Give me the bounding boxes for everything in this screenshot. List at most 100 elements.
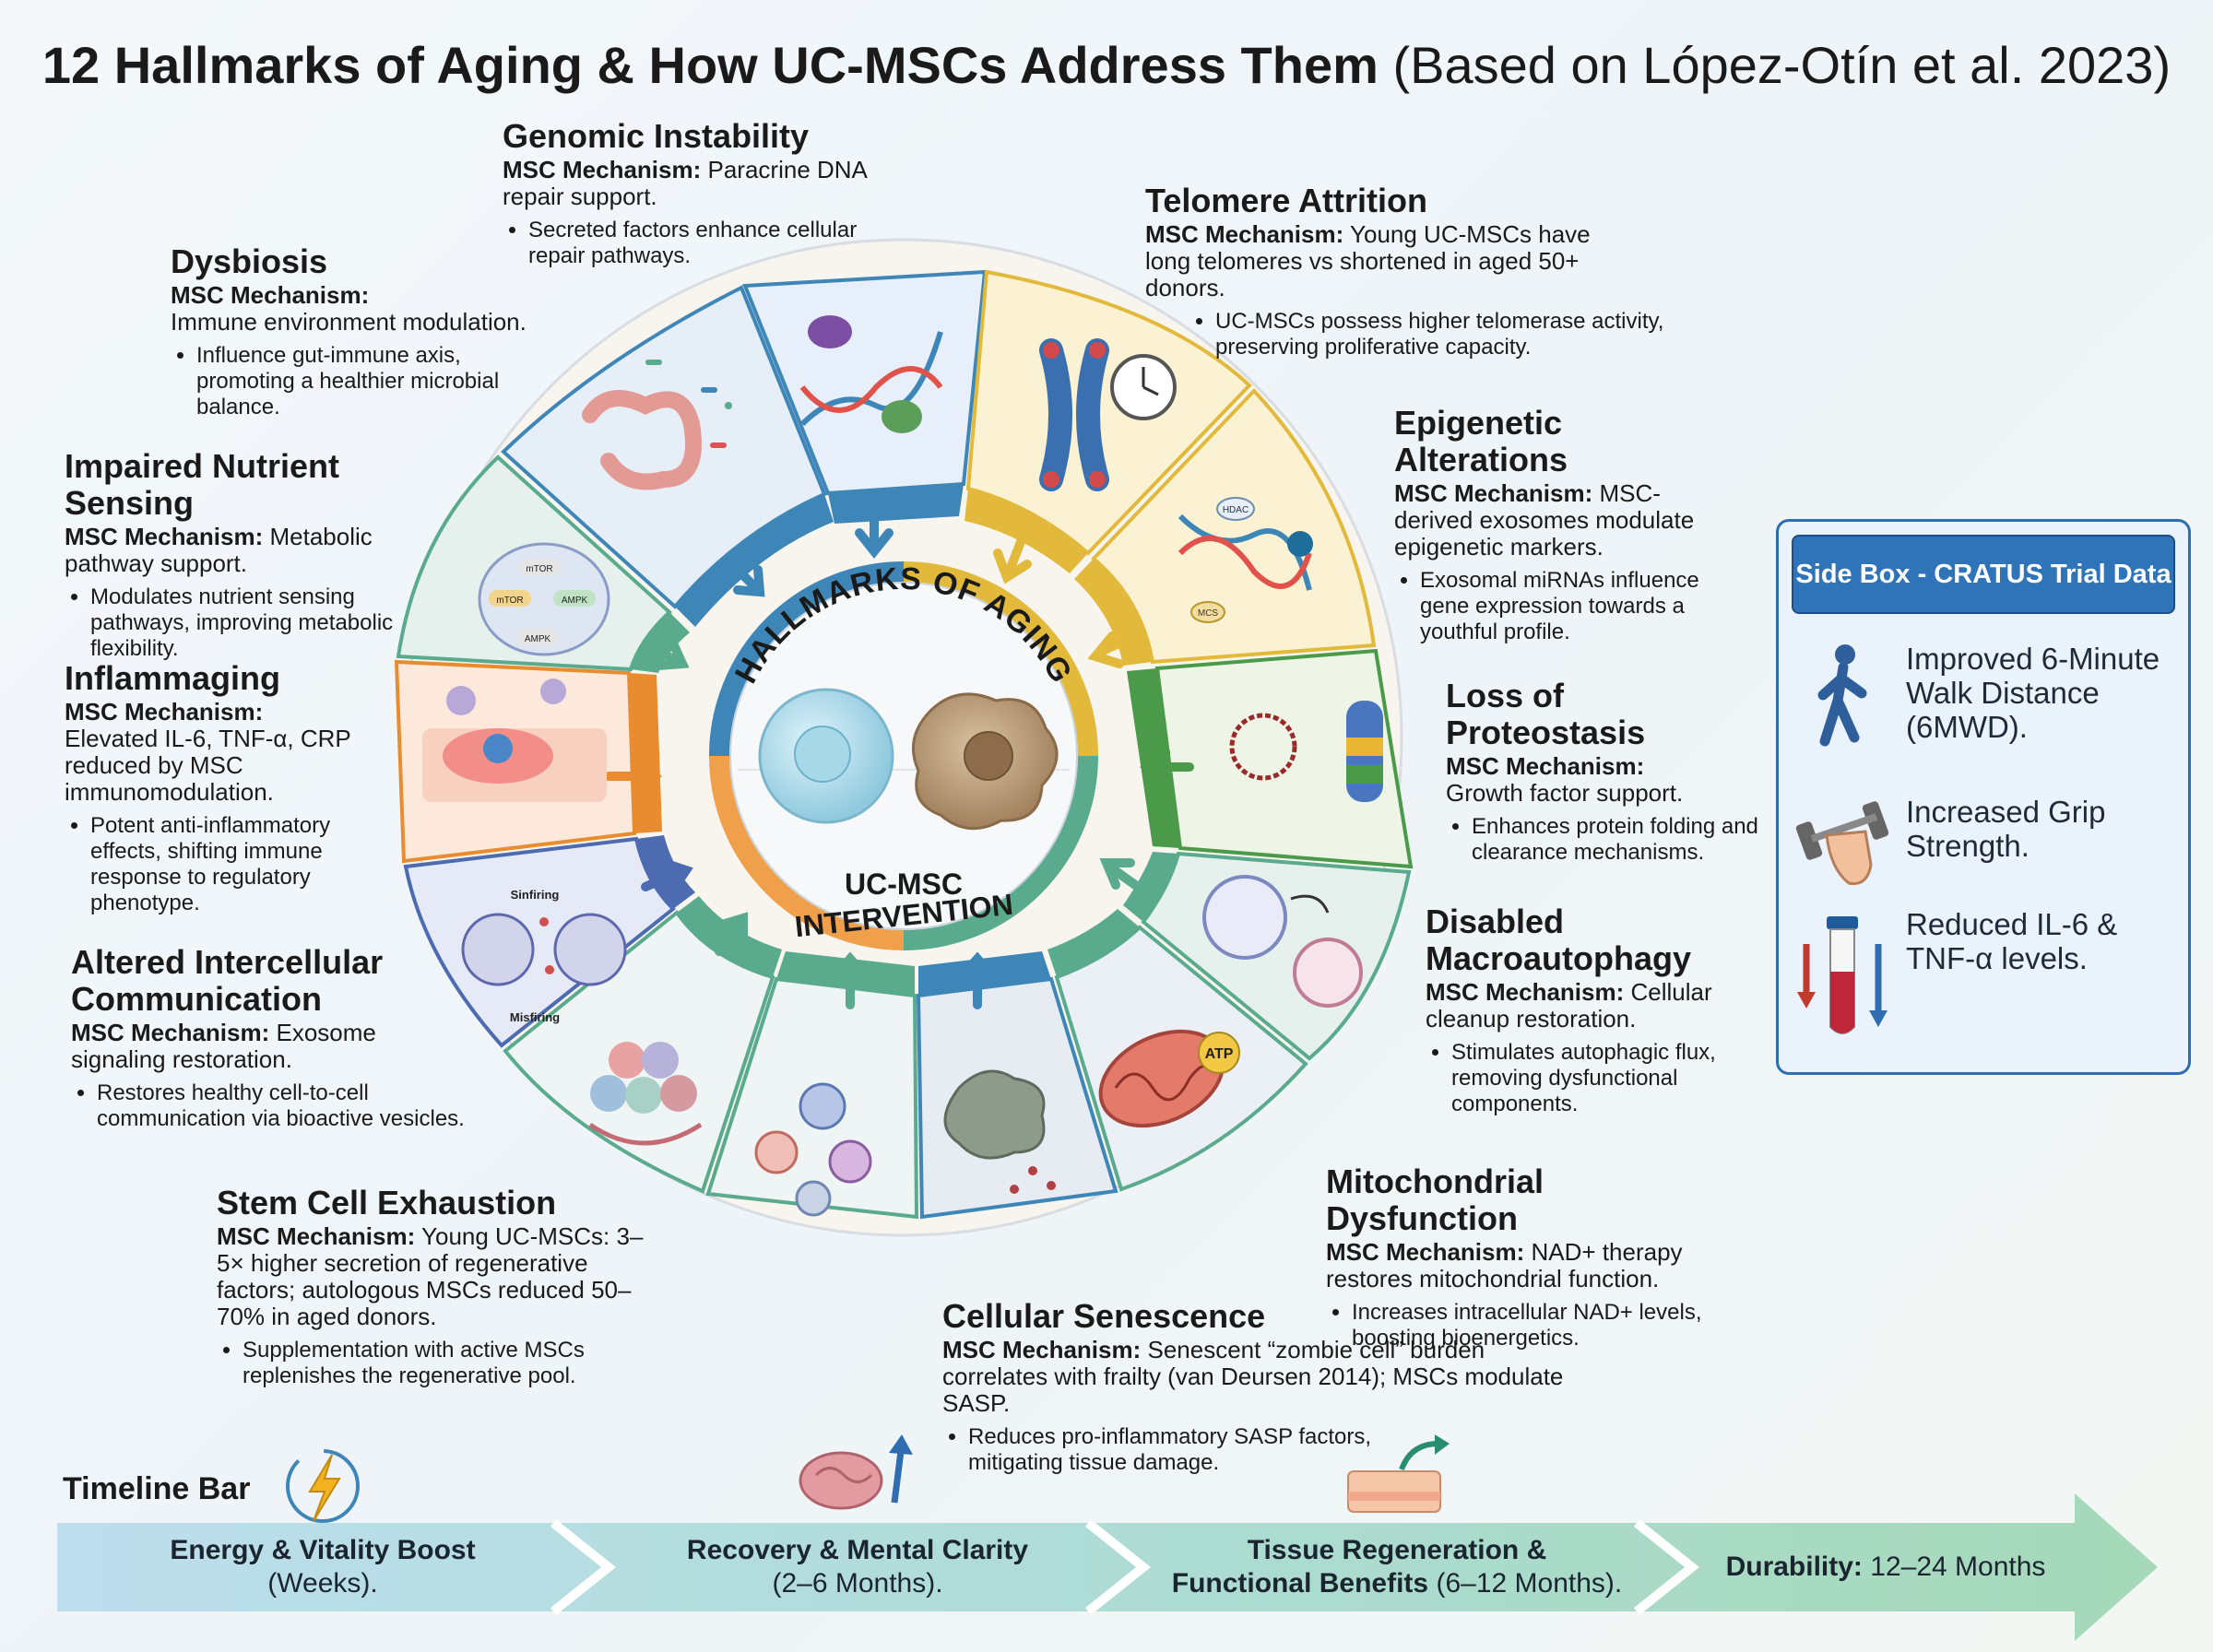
atp-label: ATP [1205,1046,1234,1062]
hallmark-inflammaging: Inflammaging MSC Mechanism:Elevated IL-6… [65,660,360,916]
timeline-stage-2: Recovery & Mental Clarity(2–6 Months). [686,1535,1029,1599]
hallmark-title: Loss of Proteostasis [1446,677,1646,751]
stem-cells-icon [588,1042,703,1146]
epigenetic-dna-icon: HDAC MCS [1178,497,1313,623]
hallmark-genomic: Genomic Instability MSC Mechanism: Parac… [503,118,899,269]
sinfiring-label: Sinfiring [511,888,560,902]
mechanism-text: MSC Mechanism: Young UC-MSCs: 3–5× highe… [217,1222,644,1330]
mcs-label: MCS [1198,608,1219,619]
mechanism-text: MSC Mechanism: Cellular cleanup restorat… [1426,978,1712,1032]
hallmark-title: Disabled Macroautophagy [1426,903,1692,977]
gut-microbiome-icon [582,360,732,490]
hallmark-title: Impaired Nutrient Sensing [65,447,340,522]
hallmark-telomere: Telomere Attrition MSC Mechanism: Young … [1145,183,1680,360]
hallmark-title: Epigenetic Alterations [1394,404,1568,478]
side-box-item-biomarkers: Reduced IL-6 & TNF-α levels. [1779,907,2194,1045]
bullet: Enhances protein folding and clearance m… [1472,814,1759,866]
mechanism-text: MSC Mechanism: Metabolic pathway support… [65,523,373,577]
hallmark-title: Altered Intercellular Communication [71,943,384,1018]
segment-dysbiosis [501,285,834,627]
aged-cell-icon [911,692,1059,831]
autophagy-icon [1202,875,1363,1008]
mechanism-text: MSC Mechanism: Exosome signaling restora… [71,1019,376,1073]
inward-arrows [604,493,1194,1009]
timeline-stage-1: Energy & Vitality Boost(Weeks). [170,1535,476,1599]
bullet: Supplementation with active MSCs repleni… [243,1338,630,1389]
hallmark-title: Genomic Instability [503,117,810,155]
center-bottom-label-1: UC-MSC [845,867,963,901]
hallmark-proteostasis: Loss of Proteostasis MSC Mechanism:Growt… [1446,678,1759,866]
mechanism-text: MSC Mechanism: Paracrine DNA repair supp… [503,156,867,210]
inflammation-icon [422,678,607,802]
mechanism-text: MSC Mechanism: MSC-derived exosomes modu… [1394,479,1695,560]
bullet: Influence gut-immune axis, promoting a h… [196,343,538,420]
immune-cells-icon [754,1082,872,1217]
mechanism-text: MSC Mechanism: Young UC-MSCs have long t… [1145,220,1591,301]
hallmark-title: Cellular Senescence [942,1297,1266,1335]
bullet: Exosomal miRNAs influence gene expressio… [1420,568,1735,645]
grip-dumbbell-icon [1795,801,1889,886]
center-ring [709,561,1098,950]
walking-person-icon [1817,644,1867,747]
hallmark-autophagy: Disabled Macroautophagy MSC Mechanism: C… [1426,903,1739,1117]
side-box-item-grip: Increased Grip Strength. [1779,795,2194,896]
misfiring-label: Misfiring [510,1010,560,1024]
young-cell-icon [758,688,894,824]
segment-communication [403,835,695,1048]
mechanism-text: MSC Mechanism: NAD+ therapy restores mit… [1326,1238,1683,1292]
hallmark-mito: Mitochondrial Dysfunction MSC Mechanism:… [1326,1163,1732,1351]
chromosome-clock-icon [1039,338,1177,491]
bullet: UC-MSCs possess higher telomerase activi… [1215,309,1680,360]
side-box-header: Side Box - CRATUS Trial Data [1792,535,2175,614]
title-main: 12 Hallmarks of Aging & How UC-MSCs Addr… [41,36,1379,94]
bullet: Secreted factors enhance cellular repair… [528,218,899,269]
mtor-label-1: mTOR [496,596,523,606]
bullet: Stimulates autophagic flux, removing dys… [1451,1040,1739,1117]
mechanism-text: MSC Mechanism: Senescent “zombie cell” b… [942,1336,1564,1417]
hallmark-nutrient: Impaired Nutrient Sensing MSC Mechanism:… [65,448,461,662]
lightning-icon [286,1449,360,1523]
ampk-label-2: AMPK [525,634,551,644]
protein-aggregate-icon [1229,701,1383,802]
cratus-trial-side-box: Side Box - CRATUS Trial Data Improved 6-… [1776,519,2191,1075]
hallmark-title: Inflammaging [65,659,281,697]
title-sub: (Based on López-Otín et al. 2023) [1392,36,2172,94]
segment-genomic [742,269,988,524]
hallmark-title: Dysbiosis [171,242,328,280]
timeline-stage-4: Durability: 12–24 Months [1725,1552,2046,1582]
hallmark-title: Stem Cell Exhaustion [217,1184,557,1221]
hallmark-stemcell: Stem Cell Exhaustion MSC Mechanism: Youn… [217,1185,650,1389]
timeline-stage-3: Tissue Regeneration &Functional Benefits… [1171,1535,1623,1599]
mechanism-text: MSC Mechanism:Growth factor support. [1446,752,1684,807]
bullet: Modulates nutrient sensing pathways, imp… [90,584,441,662]
hallmark-title: Telomere Attrition [1145,182,1428,219]
blood-tube-icon [1797,916,1888,1034]
dna-repair-icon [799,315,943,433]
side-box-item-walk: Improved 6-Minute Walk Distance (6MWD). [1779,642,2194,761]
hdac-label: HDAC [1223,505,1249,515]
bullet: Reduces pro-inflammatory SASP factors, m… [968,1424,1402,1476]
bullet: Restores healthy cell-to-cell communicat… [97,1080,484,1132]
skin-tissue-icon [1347,1434,1450,1513]
mechanism-text: MSC Mechanism:Elevated IL-6, TNF-α, CRP … [65,698,351,806]
segment-proteostasis [1127,648,1414,869]
hallmark-epigenetic: Epigenetic Alterations MSC Mechanism: MS… [1394,405,1735,645]
timeline-label: Timeline Bar [63,1471,251,1506]
hallmark-title: Mitochondrial Dysfunction [1326,1162,1544,1237]
hallmark-dysbiosis: Dysbiosis MSC Mechanism:Immune environme… [171,243,558,420]
hallmark-senescence: Cellular Senescence MSC Mechanism: Senes… [942,1298,1588,1476]
cell-communication-icon: Sinfiring Misfiring [461,888,627,1024]
bullet: Potent anti-inflammatory effects, shifti… [90,813,360,916]
ampk-label-1: AMPK [562,596,588,606]
mechanism-text: MSC Mechanism:Immune environment modulat… [171,281,527,336]
mitochondria-icon: ATP [1098,1029,1240,1128]
bullet: Increases intracellular NAD+ levels, boo… [1352,1300,1732,1351]
hallmark-communication: Altered Intercellular Communication MSC … [71,944,486,1132]
brain-icon [799,1434,913,1510]
nutrient-pathway-icon: mTOR mTOR AMPK AMPK [478,542,610,656]
page-title: 12 Hallmarks of Aging & How UC-MSCs Addr… [0,35,2213,95]
senescent-cell-icon [943,1069,1056,1194]
mtor-label-2: mTOR [526,564,552,574]
